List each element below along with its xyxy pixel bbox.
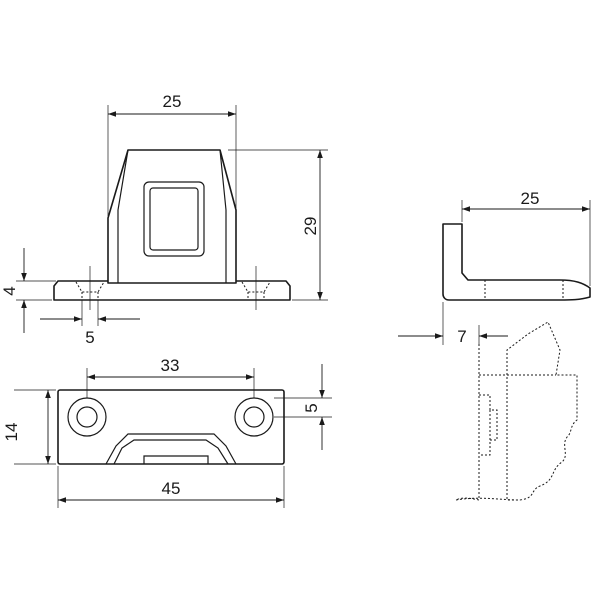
side-view: 25 xyxy=(442,189,591,301)
front-view: 25 29 4 5 xyxy=(0,92,328,347)
dim-side-length: 25 xyxy=(521,189,540,208)
dim-plan-total-width: 45 xyxy=(162,479,181,498)
front-window xyxy=(143,181,205,257)
plan-view: 33 45 14 5 xyxy=(2,356,332,508)
front-body-edge xyxy=(117,149,129,283)
detail-frame-notch xyxy=(479,394,498,456)
dim-front-hole-width: 5 xyxy=(85,328,94,347)
detail-frame xyxy=(455,344,480,501)
plan-outline xyxy=(57,389,285,465)
detail-latch xyxy=(506,321,578,501)
side-profile xyxy=(442,223,591,301)
dim-install-gap: 7 xyxy=(457,327,466,346)
dim-front-height: 29 xyxy=(301,217,320,236)
detail-floor xyxy=(455,497,521,501)
dim-plan-hole-spacing: 33 xyxy=(161,356,180,375)
front-body-edge-right xyxy=(219,149,227,283)
plan-slot-base xyxy=(143,455,209,464)
installation-detail: 7 xyxy=(398,302,578,501)
plan-slot-inner xyxy=(113,439,229,465)
front-base-plate xyxy=(53,280,291,301)
front-window-inner xyxy=(149,187,199,251)
plan-hole-left-inner xyxy=(76,406,98,428)
front-body xyxy=(107,149,237,284)
dim-front-base-height: 4 xyxy=(0,286,19,295)
dim-plan-depth: 14 xyxy=(2,423,21,442)
plan-slot xyxy=(105,433,237,465)
front-hole-right xyxy=(241,281,271,300)
dim-front-top-width: 25 xyxy=(163,92,182,111)
plan-hole-right-inner xyxy=(243,406,265,428)
front-hole-left xyxy=(75,281,105,300)
dim-plan-hole-offset: 5 xyxy=(302,403,321,412)
